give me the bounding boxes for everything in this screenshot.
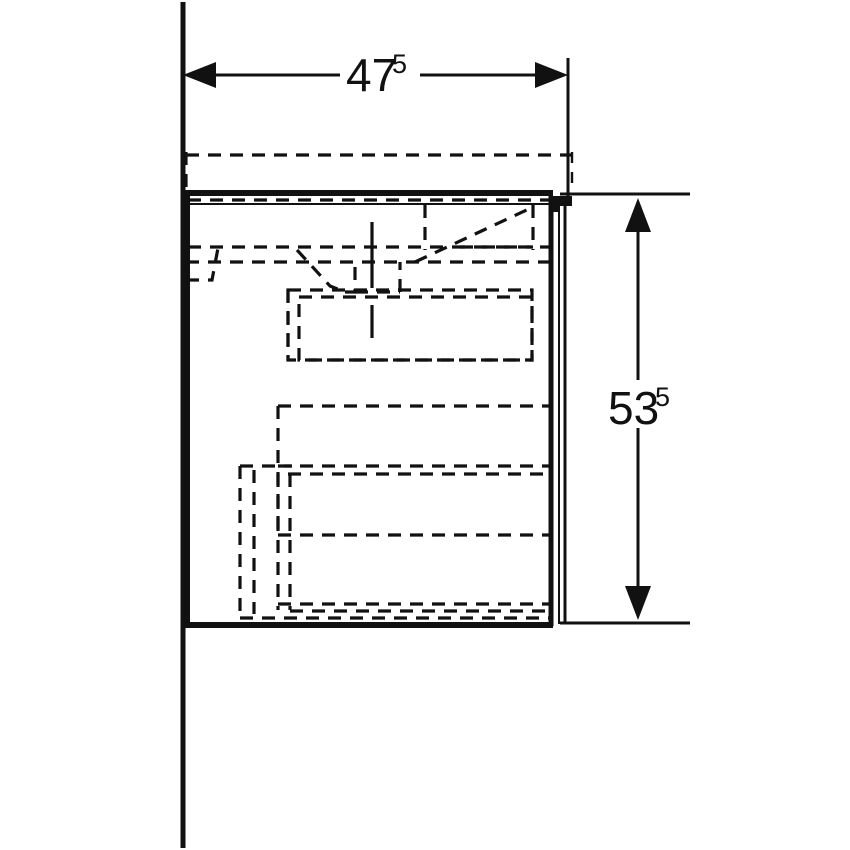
dimension-horizontal-width: 47 5 <box>183 49 570 196</box>
hidden-lines-lower-drawer <box>238 464 552 620</box>
cabinet-top-right-lip <box>551 196 572 212</box>
dimension-width-value: 47 <box>346 49 397 101</box>
dim-arrowhead-left <box>183 62 216 88</box>
hidden-lines-middle-drawer <box>276 404 552 537</box>
hidden-line-bowl-left-slope <box>295 248 346 294</box>
hidden-outline-basin-top <box>184 152 572 193</box>
dimension-vertical-height: 53 5 <box>560 192 690 625</box>
dimension-width-fraction: 5 <box>392 49 407 79</box>
hidden-rect-upper-drawer-inner <box>297 295 534 362</box>
hidden-lines-upper-drawer <box>286 288 534 362</box>
cabinet-body-outline <box>184 190 572 628</box>
dim-arrowhead-right <box>535 62 568 88</box>
dimension-height-value: 53 <box>608 382 659 434</box>
hidden-line-basin-left-return <box>186 247 220 282</box>
dimension-height-fraction: 5 <box>655 382 670 412</box>
dim-arrowhead-top <box>625 198 651 232</box>
hidden-rect-upper-drawer-box <box>286 288 534 362</box>
dim-arrowhead-bottom <box>625 586 651 620</box>
